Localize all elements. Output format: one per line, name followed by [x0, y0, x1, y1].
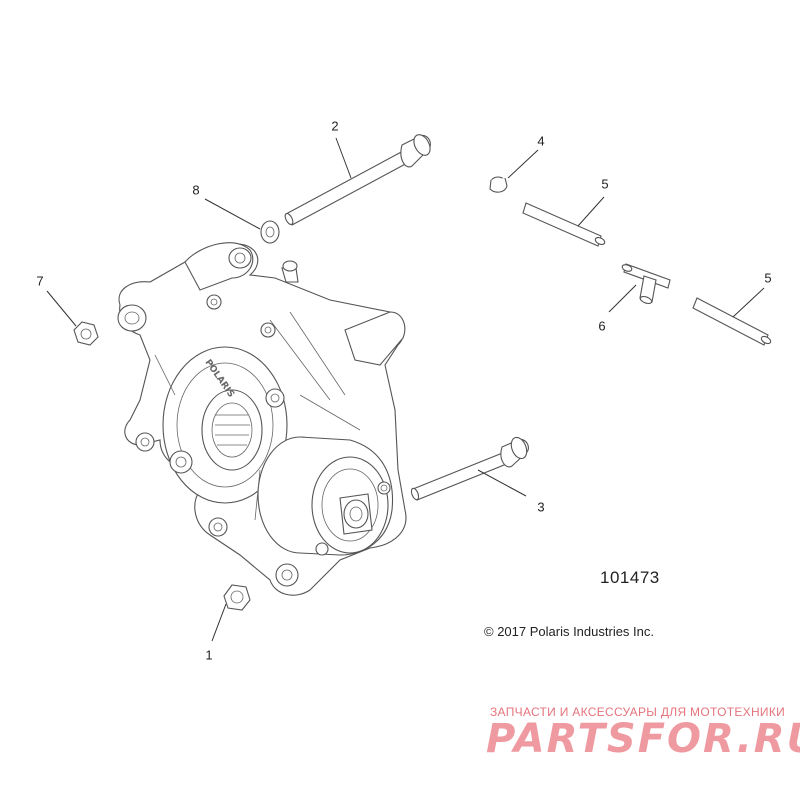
part-5-hose-upper [522, 202, 606, 247]
callout-5-lower: 5 [764, 270, 772, 286]
gearcase-housing: POLARIS [117, 242, 407, 596]
leader-lines [46, 137, 765, 642]
callout-6: 6 [598, 318, 606, 334]
part-8-washer [260, 220, 280, 244]
part-4-clamp [489, 176, 508, 193]
callout-8: 8 [192, 182, 200, 198]
copyright-notice: © 2017 Polaris Industries Inc. [484, 624, 654, 639]
callout-2: 2 [331, 118, 339, 134]
part-7-nut [73, 321, 99, 346]
figure-id: 101473 [600, 568, 660, 587]
callout-7: 7 [36, 273, 44, 289]
watermark-logo: PARTSFOR.RU [486, 716, 800, 762]
watermark-tagline: ЗАПЧАСТИ И АКСЕССУАРЫ ДЛЯ МОТОТЕХНИКИ [490, 705, 786, 719]
callout-1: 1 [205, 647, 213, 663]
part-6-tee-fitting [621, 263, 671, 305]
part-3-bolt [410, 436, 529, 501]
callout-4: 4 [537, 133, 545, 149]
callout-3: 3 [537, 499, 545, 515]
part-2-bolt [284, 134, 431, 226]
callout-5-upper: 5 [601, 176, 609, 192]
part-5-hose-lower [692, 297, 772, 346]
part-1-nut [223, 584, 251, 611]
